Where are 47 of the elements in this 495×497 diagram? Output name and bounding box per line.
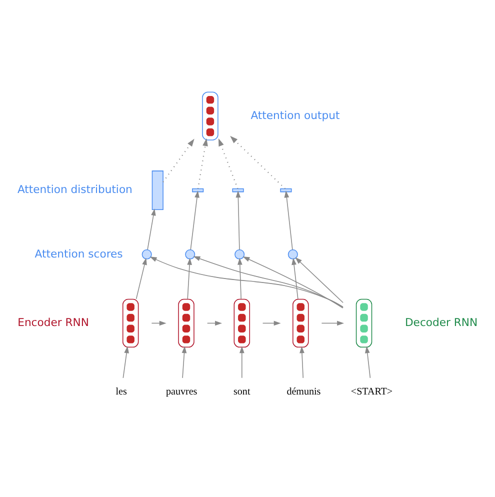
node-box bbox=[292, 298, 309, 348]
arrow bbox=[300, 346, 304, 378]
label: Encoder RNN bbox=[18, 316, 89, 329]
node-text: pauvres bbox=[166, 386, 198, 398]
arrow bbox=[187, 257, 192, 299]
node-box bbox=[122, 298, 139, 348]
node-bar bbox=[152, 170, 164, 210]
node-box bbox=[234, 298, 250, 348]
arrow bbox=[242, 256, 344, 308]
node-circle bbox=[234, 248, 245, 259]
node-bar bbox=[232, 188, 244, 192]
node-text: démunis bbox=[286, 386, 321, 398]
node-circle bbox=[185, 248, 196, 259]
arrow bbox=[190, 190, 200, 250]
arrow bbox=[292, 257, 298, 299]
arrow bbox=[218, 138, 238, 188]
label: Attention distribution bbox=[17, 182, 132, 196]
node-circle bbox=[142, 248, 152, 259]
arrow bbox=[193, 256, 344, 308]
arrow bbox=[321, 320, 344, 326]
node-label: Attention output bbox=[250, 108, 340, 122]
node-text: les bbox=[116, 386, 127, 398]
node-box bbox=[202, 91, 218, 140]
node-bar bbox=[280, 188, 292, 192]
arrow bbox=[147, 208, 156, 250]
arrow bbox=[236, 190, 241, 250]
node-circle bbox=[288, 248, 298, 259]
node-bar bbox=[192, 188, 204, 192]
node-box bbox=[356, 298, 372, 348]
arrow bbox=[136, 257, 147, 299]
arrow bbox=[230, 135, 286, 189]
label: Decoder RNN bbox=[404, 316, 478, 329]
arrow bbox=[284, 190, 293, 250]
node-box bbox=[178, 298, 194, 348]
arrow bbox=[182, 346, 187, 378]
arrow bbox=[162, 138, 194, 182]
arrow bbox=[197, 138, 208, 188]
arrow bbox=[122, 346, 129, 378]
node-text: <START> bbox=[350, 386, 393, 398]
arrow bbox=[295, 256, 344, 302]
arrow bbox=[150, 256, 344, 307]
arrow bbox=[262, 320, 281, 326]
label: Attention scores bbox=[34, 246, 123, 260]
arrow bbox=[237, 257, 242, 299]
node-text: sont bbox=[234, 386, 250, 398]
arrow bbox=[364, 346, 371, 378]
arrow bbox=[239, 346, 244, 378]
